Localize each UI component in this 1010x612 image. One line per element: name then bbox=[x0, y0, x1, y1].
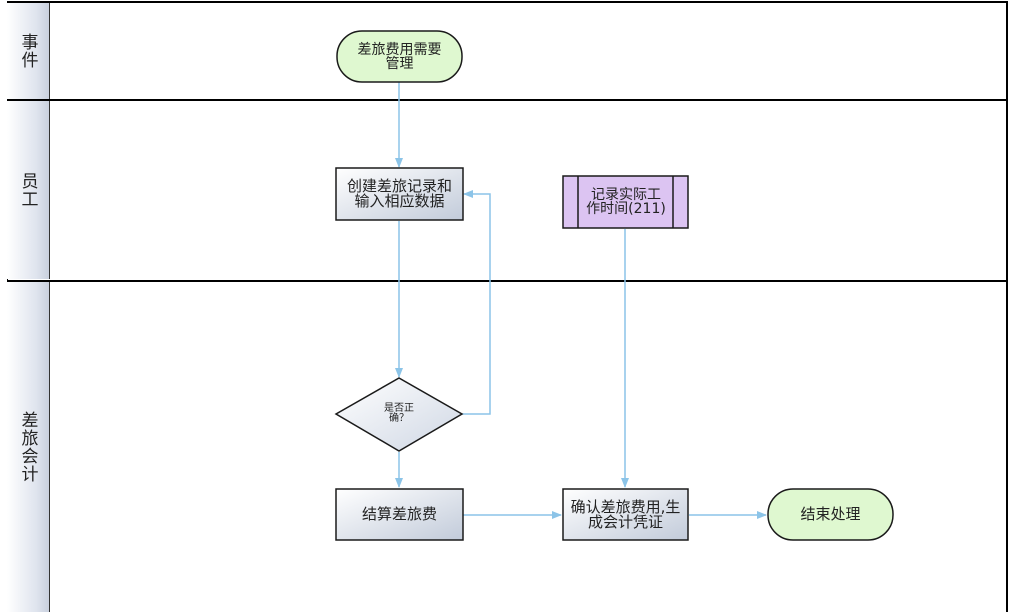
lane-header-event: 事件 bbox=[7, 3, 50, 99]
create-record-process-shape[interactable] bbox=[335, 167, 464, 221]
end-terminator-shape[interactable] bbox=[767, 488, 894, 541]
record-time-node-label: 记录实际工作时间(211) bbox=[586, 187, 666, 217]
confirm-process-shape[interactable] bbox=[562, 488, 689, 541]
settle-node-label: 结算差旅费 bbox=[361, 505, 437, 523]
start-node-label: 差旅费用需要管理 bbox=[357, 41, 442, 72]
lane-label-accountant: 差旅会计 bbox=[17, 411, 38, 483]
lane-label-event: 事件 bbox=[17, 33, 38, 69]
end-node-label: 结束处理 bbox=[800, 505, 861, 523]
lane-header-employee: 员工 bbox=[7, 101, 50, 279]
connector-decision-loop-back bbox=[462, 190, 491, 415]
settle-process-shape[interactable] bbox=[335, 488, 464, 541]
decision-diamond-shape[interactable] bbox=[334, 377, 464, 452]
lane-label-employee: 员工 bbox=[17, 172, 38, 208]
start-terminator-shape[interactable] bbox=[336, 30, 463, 83]
decision-node-label: 是否正确？ bbox=[384, 403, 414, 424]
lane-header-accountant: 差旅会计 bbox=[7, 282, 50, 612]
confirm-node-label: 确认差旅费用,生成会计凭证 bbox=[570, 497, 681, 531]
record-time-process-shape[interactable] bbox=[562, 175, 689, 229]
create-record-node-label: 创建差旅记录和输入相应数据 bbox=[346, 177, 452, 210]
